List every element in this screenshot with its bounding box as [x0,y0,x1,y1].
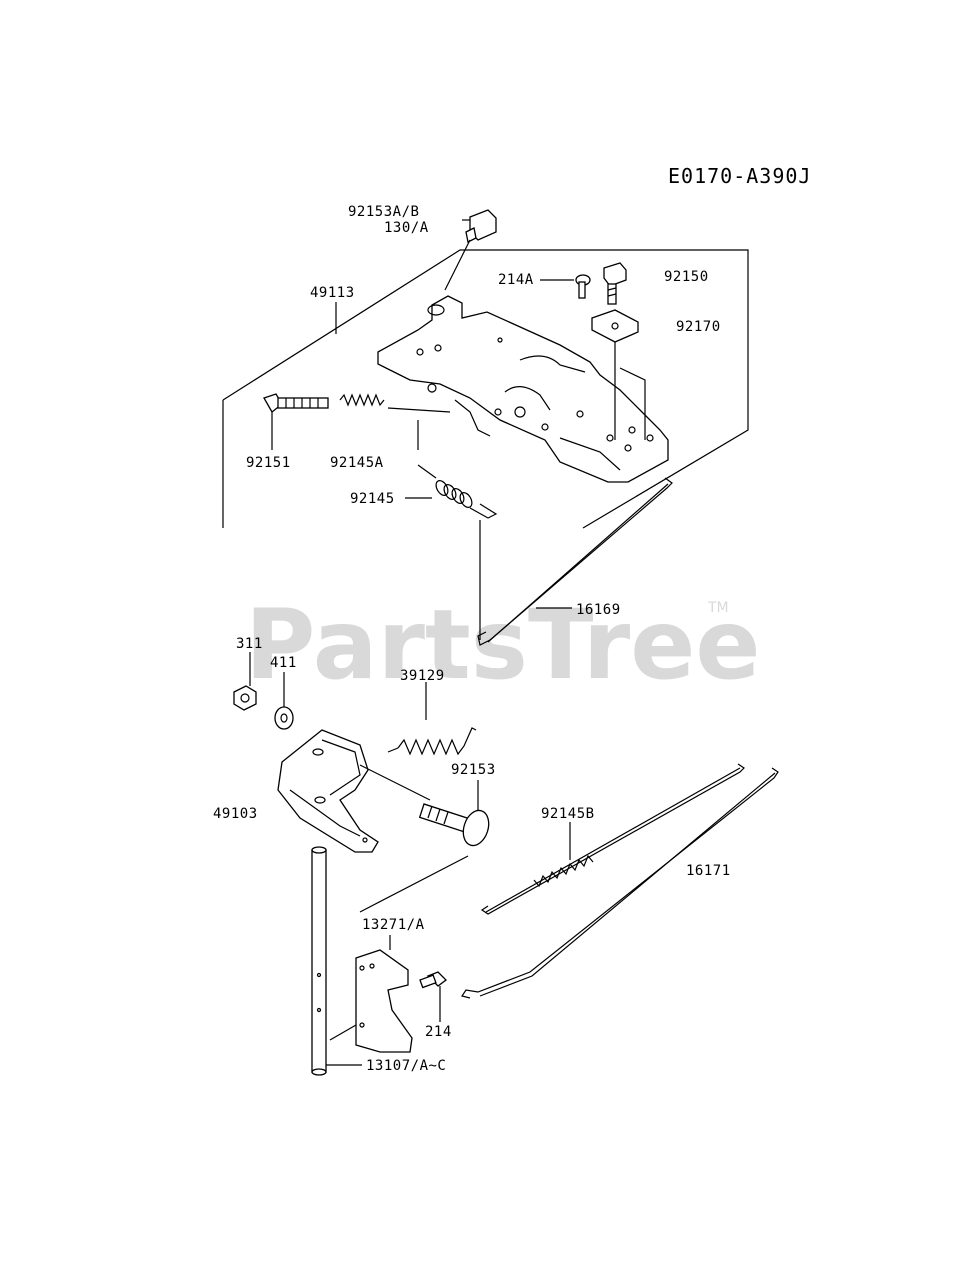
label-214A: 214A [498,272,534,288]
label-214: 214 [425,1024,452,1040]
bolt-92150[interactable] [603,262,627,305]
label-16171: 16171 [686,863,731,879]
leader-92153AB [444,239,471,291]
diagram-code: E0170-A390J [668,164,811,188]
label-92151: 92151 [246,455,291,471]
leader-bracket-shaft [329,1024,357,1041]
watermark: PartsTree [245,589,760,701]
label-13107: 13107/A~C [366,1058,446,1074]
nut-311[interactable] [233,685,257,711]
label-13271A: 13271/A [362,917,425,933]
shaft-13107[interactable] [311,846,327,1076]
label-92145: 92145 [350,491,395,507]
clip-92170[interactable] [591,309,639,343]
label-92145A: 92145A [330,455,384,471]
bolt-92153AB[interactable] [462,209,497,243]
label-92145B: 92145B [541,806,595,822]
label-92150: 92150 [664,269,709,285]
spring-39129[interactable] [387,727,477,756]
label-39129: 39129 [400,668,445,684]
leader-lever-bolt [359,764,431,801]
leader-13271A-b [359,855,469,913]
screw-214A[interactable] [575,274,591,299]
control-plate-49113[interactable] [377,295,669,483]
label-311: 311 [236,636,263,652]
spring-92145A[interactable] [339,393,385,407]
label-92153AB: 92153A/B [348,204,419,220]
upper-assembly-outline [222,249,749,529]
spring-92145[interactable] [417,464,498,519]
rod-16171[interactable] [461,767,779,999]
label-49103: 49103 [213,806,258,822]
label-49113: 49113 [310,285,355,301]
screw-214[interactable] [419,971,447,989]
screw-92151[interactable] [263,393,329,413]
leader-92145A-a [387,407,451,413]
spring-92145B[interactable] [533,854,594,888]
lever-49103[interactable] [277,729,379,853]
watermark-trademark: TM [707,600,729,616]
label-130A: 130/A [384,220,429,236]
rod-92145B[interactable] [480,763,745,915]
label-16169: 16169 [576,602,621,618]
leader-92170-b [619,367,646,440]
rod-16169[interactable] [477,477,673,646]
label-411: 411 [270,655,297,671]
bolt-92153[interactable] [418,803,493,849]
bracket-13271A[interactable] [355,949,413,1053]
washer-411[interactable] [274,706,294,730]
label-92153: 92153 [451,762,496,778]
label-92170: 92170 [676,319,721,335]
